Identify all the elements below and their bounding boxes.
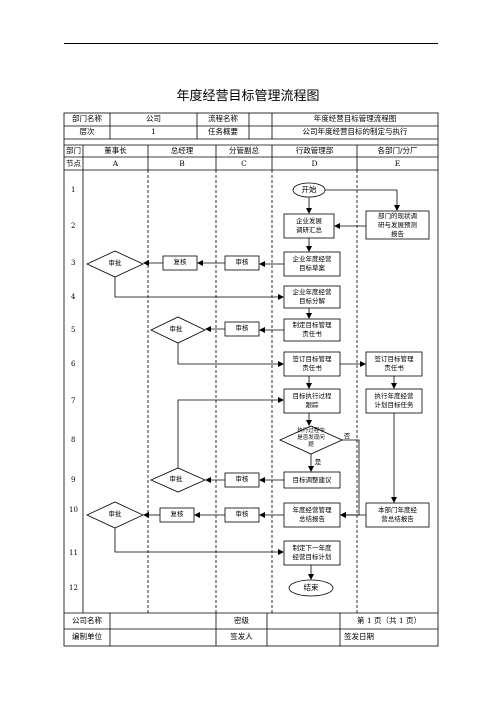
process-value: 年度经营目标管理流程图 bbox=[313, 114, 397, 123]
decompose-label: 企业年度经营 目标分解 bbox=[292, 288, 332, 305]
sign-e-label: 签订目标管理 责任书 bbox=[374, 355, 414, 372]
r3-recheck-label: 复核 bbox=[173, 258, 187, 266]
row-number: 4 bbox=[71, 293, 76, 301]
page-title: 年度经营目标管理流程图 bbox=[176, 89, 320, 104]
lane-code-c: C bbox=[241, 159, 247, 168]
r5-review-label: 审核 bbox=[235, 324, 249, 332]
start-label: 开始 bbox=[301, 185, 317, 194]
dept-report-box bbox=[365, 210, 430, 240]
lane-name-e: 各部门/分厂 bbox=[377, 146, 418, 155]
no-label: 否 bbox=[343, 432, 351, 440]
execute-label: 执行年度经营 计划目标任务 bbox=[374, 392, 414, 409]
lane-code-b: B bbox=[179, 159, 185, 168]
r9-approve-label: 审批 bbox=[169, 475, 183, 483]
lane-dividers bbox=[147, 170, 358, 613]
footer-date-label: 签发日期 bbox=[344, 632, 374, 641]
task-value: 公司年度经营目标的制定与执行 bbox=[302, 127, 408, 136]
dept-report-label: 部门的现状调 研与发展预测 报告 bbox=[378, 212, 417, 238]
lane-name-d: 行政管理部 bbox=[295, 146, 334, 155]
footer-issuer-label: 签发人 bbox=[230, 632, 253, 641]
dept-col-label: 部门 bbox=[66, 146, 81, 155]
footer-unit-label: 编制单位 bbox=[72, 632, 102, 641]
row-number: 3 bbox=[71, 259, 76, 267]
task-label: 任务概要 bbox=[208, 127, 238, 136]
survey-label: 企业发展 调研汇总 bbox=[296, 217, 322, 234]
track-label: 目标执行过程 跟踪 bbox=[292, 392, 332, 409]
next-plan-label: 制定下一年度 经营目标计划 bbox=[292, 544, 332, 561]
r3-review-label: 审核 bbox=[235, 258, 249, 266]
row-number: 8 bbox=[71, 436, 76, 444]
adjust-label: 目标调整建议 bbox=[292, 476, 332, 484]
table-grid bbox=[63, 112, 439, 647]
row-number: 6 bbox=[71, 360, 76, 368]
lane-name-c: 分管副总 bbox=[229, 146, 259, 155]
lane-code-d: D bbox=[311, 159, 318, 168]
sign-d-label: 签订目标管理 责任书 bbox=[292, 355, 332, 372]
process-label: 流程名称 bbox=[208, 114, 238, 123]
end-label: 结束 bbox=[303, 583, 319, 592]
r5-approve-label: 审批 bbox=[169, 325, 183, 333]
resp-label: 制定目标管理 责任书 bbox=[292, 321, 332, 338]
lane-code-a: A bbox=[112, 159, 119, 168]
draft-label: 企业年度经营 目标草案 bbox=[292, 255, 332, 272]
dept-label: 部门名称 bbox=[72, 114, 102, 123]
top-rule bbox=[64, 43, 438, 44]
footer-secret-label: 密级 bbox=[234, 616, 249, 625]
end-node bbox=[288, 579, 334, 597]
level-value: 1 bbox=[151, 127, 156, 136]
row-number: 9 bbox=[71, 476, 76, 484]
track-box bbox=[283, 388, 341, 414]
dept-value: 公司 bbox=[146, 114, 161, 123]
next-plan-box bbox=[283, 540, 341, 566]
summary-e-box bbox=[365, 502, 430, 528]
decompose-box bbox=[283, 285, 341, 309]
lane-code-e: E bbox=[394, 159, 401, 168]
row-number: 11 bbox=[69, 549, 78, 557]
node-col-label: 节点 bbox=[66, 159, 81, 168]
yes-label: 是 bbox=[314, 458, 322, 466]
r10-review-label: 审核 bbox=[235, 510, 249, 518]
draft-box bbox=[283, 251, 341, 277]
summary-d-label: 年度经营管理 总结报告 bbox=[292, 506, 332, 523]
decision-label: 执行过程中 是否发现问 题 bbox=[297, 428, 325, 448]
row-number: 1 bbox=[71, 186, 76, 194]
summary-e-label: 本部门年度经 营总结报告 bbox=[378, 506, 417, 523]
connectors bbox=[114, 189, 400, 580]
lane-name-b: 总经理 bbox=[170, 146, 194, 155]
r9-review-label: 审核 bbox=[235, 475, 249, 483]
row-number: 7 bbox=[71, 397, 76, 405]
r10-recheck-label: 复核 bbox=[170, 510, 184, 518]
footer-company-label: 公司名称 bbox=[72, 616, 102, 625]
row-number: 12 bbox=[69, 584, 78, 592]
lane-name-a: 董事长 bbox=[104, 146, 127, 155]
r3-approve-label: 审批 bbox=[108, 259, 122, 267]
row-number: 2 bbox=[71, 222, 76, 230]
level-label: 层次 bbox=[79, 127, 95, 136]
footer-page-text: 第 1 页（共 1 页） bbox=[356, 616, 422, 625]
row-number: 10 bbox=[69, 506, 78, 514]
row-number: 5 bbox=[71, 326, 76, 334]
r10-approve-label: 审批 bbox=[108, 510, 122, 518]
